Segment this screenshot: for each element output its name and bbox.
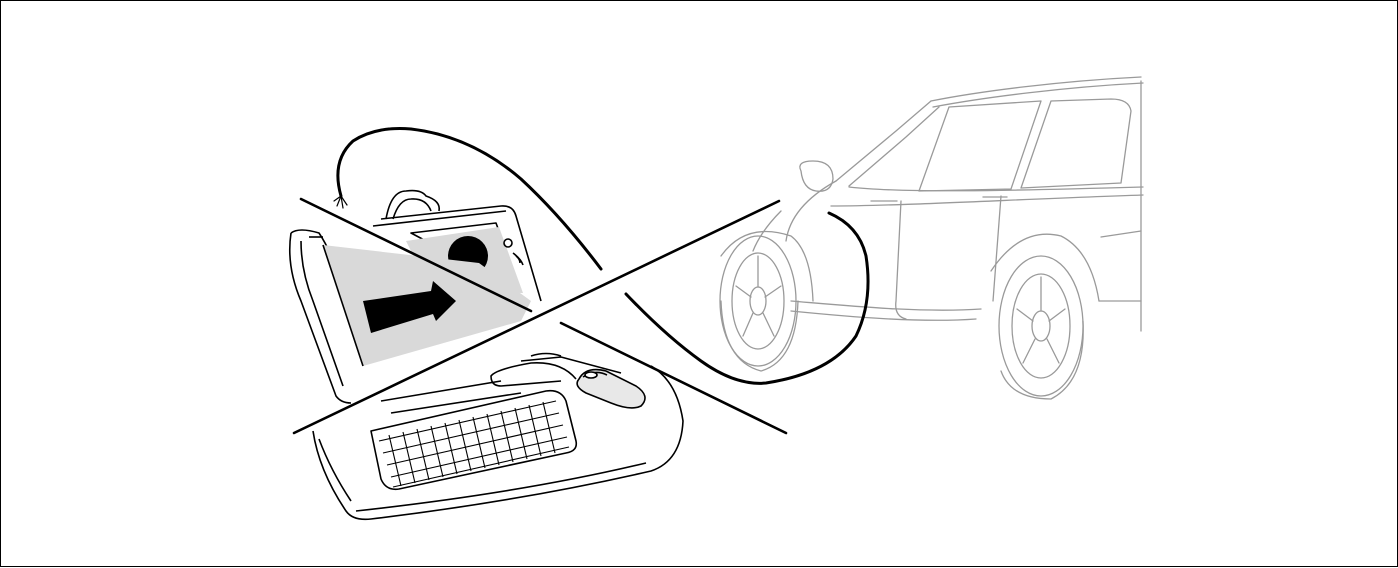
power-button-icon (504, 239, 512, 247)
keyboard (371, 391, 576, 490)
car-illustration (720, 77, 1143, 399)
keyboard-tray (313, 354, 683, 520)
mouse (577, 370, 645, 408)
